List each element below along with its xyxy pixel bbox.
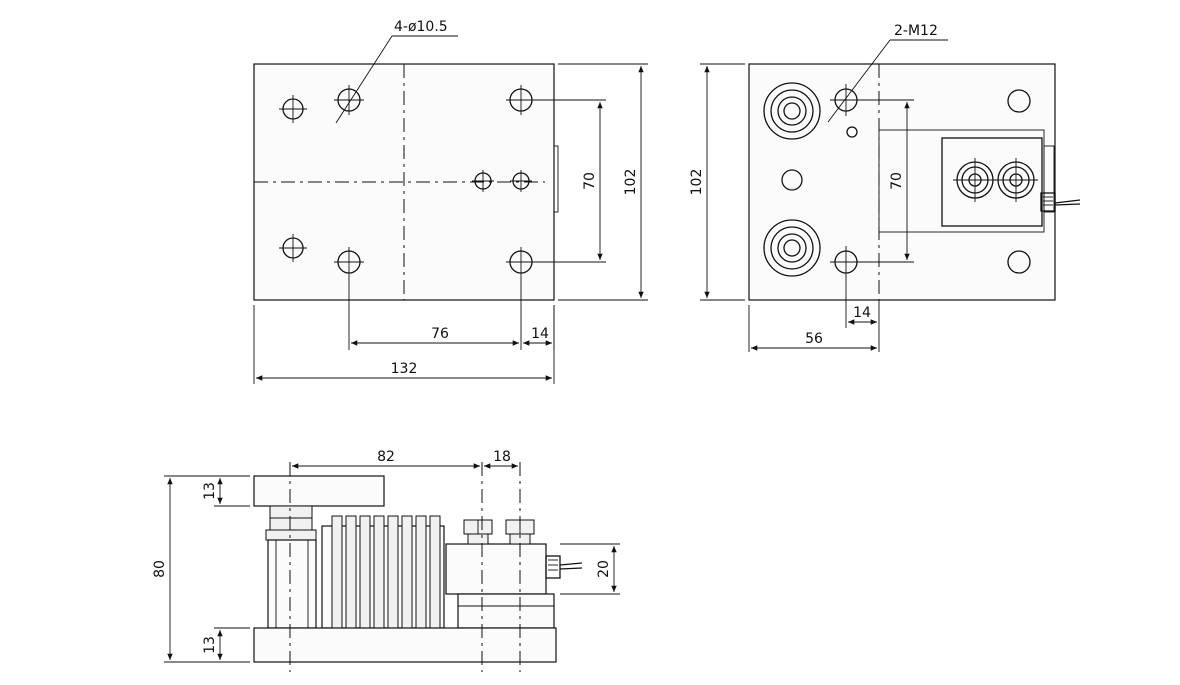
side-dim-edge-offset: 14 bbox=[845, 278, 880, 352]
side-dim-hole-pitch: 70 bbox=[862, 99, 914, 263]
side-dim-width: 56 bbox=[748, 305, 877, 352]
thread-callout-label: 2-M12 bbox=[894, 23, 938, 39]
front-view: 82 18 80 13 13 bbox=[152, 449, 620, 672]
front-nut bbox=[269, 517, 313, 531]
dim-height-label: 102 bbox=[623, 169, 639, 196]
front-dim-gap: 18 bbox=[484, 449, 518, 469]
side-view-mount-block bbox=[941, 137, 1043, 227]
front-dim-bottom-plate-label: 13 bbox=[202, 636, 218, 654]
hole-callout: 4-ø10.5 bbox=[335, 19, 458, 124]
front-nut bbox=[269, 505, 313, 519]
side-view-holes bbox=[781, 84, 1031, 278]
hole bbox=[472, 170, 494, 192]
side-view-cable bbox=[1040, 192, 1081, 212]
front-column bbox=[267, 539, 317, 629]
side-view-plate bbox=[748, 63, 1056, 301]
hole bbox=[334, 247, 364, 277]
through-hole bbox=[1007, 89, 1031, 113]
bolt-head bbox=[763, 82, 821, 140]
dim-hole-pitch-label: 70 bbox=[582, 172, 598, 190]
side-dim-width-label: 56 bbox=[805, 331, 823, 347]
dim-height: 102 bbox=[558, 63, 648, 301]
top-view-holes bbox=[279, 85, 536, 277]
front-dim-bottom-plate: 13 bbox=[202, 627, 250, 660]
bolt-head bbox=[953, 158, 997, 202]
dim-edge-offset-label: 14 bbox=[531, 326, 549, 342]
front-dim-length-label: 82 bbox=[377, 449, 395, 465]
bolt-head bbox=[994, 158, 1038, 202]
hole bbox=[510, 170, 532, 192]
side-dim-height-label: 102 bbox=[689, 169, 705, 196]
hole bbox=[506, 247, 536, 277]
small-hole bbox=[846, 126, 858, 138]
hole bbox=[334, 85, 364, 115]
front-dim-total-height-label: 80 bbox=[152, 560, 168, 578]
hole-callout-label: 4-ø10.5 bbox=[394, 19, 448, 35]
dim-hole-spacing-label: 76 bbox=[431, 326, 449, 342]
hole bbox=[506, 85, 536, 115]
top-view-edge-tab bbox=[553, 145, 559, 213]
side-view: 2-M12 102 70 14 56 bbox=[689, 23, 1081, 352]
front-washer bbox=[265, 529, 317, 541]
dim-width: 132 bbox=[253, 305, 555, 384]
side-dim-edge-offset-label: 14 bbox=[853, 305, 871, 321]
front-dim-length: 82 bbox=[292, 449, 480, 469]
side-view-edge-tab bbox=[1043, 145, 1055, 213]
thread-callout: 2-M12 bbox=[827, 23, 948, 123]
front-base-plate bbox=[253, 627, 557, 663]
front-dim-cable-label: 20 bbox=[596, 560, 612, 578]
front-dim-cable: 20 bbox=[560, 543, 620, 595]
front-cable bbox=[545, 555, 583, 579]
dim-hole-spacing: 76 14 bbox=[348, 277, 555, 350]
threaded-hole bbox=[830, 246, 862, 278]
front-top-plate bbox=[253, 475, 385, 507]
bolt-head bbox=[763, 219, 821, 277]
front-bellows bbox=[321, 515, 445, 629]
top-view: 4-ø10.5 132 76 14 70 bbox=[253, 19, 648, 384]
hole bbox=[279, 234, 307, 262]
side-view-bolt-heads bbox=[763, 82, 1038, 277]
front-dim-top-plate-label: 13 bbox=[202, 482, 218, 500]
front-load-cell bbox=[445, 543, 547, 595]
dim-width-label: 132 bbox=[391, 361, 418, 377]
dim-hole-pitch: 70 bbox=[536, 99, 606, 263]
front-dim-total-height: 80 bbox=[152, 475, 250, 663]
through-hole bbox=[1007, 250, 1031, 274]
front-mount-block bbox=[457, 593, 555, 629]
hole bbox=[279, 95, 307, 123]
front-dim-top-plate: 13 bbox=[202, 478, 250, 507]
threaded-hole bbox=[830, 84, 862, 116]
side-dim-height: 102 bbox=[689, 63, 745, 301]
front-screws bbox=[463, 519, 535, 545]
front-dim-gap-label: 18 bbox=[493, 449, 511, 465]
side-dim-hole-pitch-label: 70 bbox=[889, 172, 905, 190]
through-hole bbox=[781, 169, 803, 191]
